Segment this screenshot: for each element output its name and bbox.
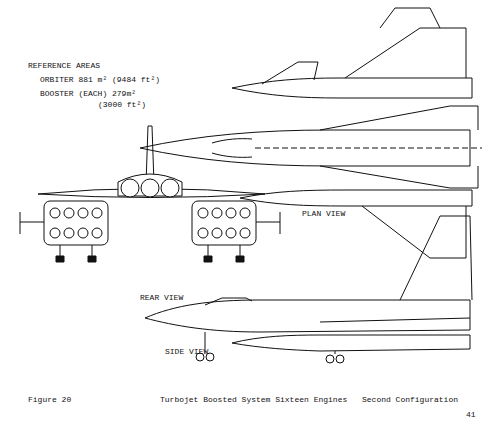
orbiter-centerline [255, 148, 482, 149]
landing-gear [60, 245, 240, 256]
booster-wing [345, 28, 466, 78]
engine-circle [226, 208, 236, 218]
engine-circle [92, 228, 102, 238]
landing-gear [205, 332, 335, 354]
engine-circle [78, 208, 88, 218]
booster-wing [362, 206, 466, 258]
engine-circle [78, 228, 88, 238]
area-note: BOOSTER (EACH) 279m² [40, 90, 136, 99]
engine-circle [64, 208, 74, 218]
figure-note: Second Configuration [362, 396, 458, 405]
engine-circle [226, 228, 236, 238]
engine-circle [198, 208, 208, 218]
orbiter-canopy [205, 298, 252, 305]
view-label: SIDE VIEW [165, 348, 208, 357]
orbiter-engine [121, 179, 139, 197]
wheel [326, 355, 334, 363]
booster-canard [262, 62, 318, 84]
wheel [336, 355, 344, 363]
booster-body [44, 201, 108, 245]
side-view [145, 216, 472, 363]
engine-circle [240, 208, 250, 218]
engine-circle [212, 228, 222, 238]
orbiter-engine [161, 179, 179, 197]
plan-view [140, 8, 482, 258]
note-heading: REFERENCE AREAS [28, 62, 100, 71]
booster-wing [20, 212, 280, 234]
booster-body [232, 78, 472, 98]
engine-circle [92, 208, 102, 218]
rear-view [20, 126, 280, 262]
orbiter-fuselage [145, 300, 470, 332]
orbiter-canopy [212, 139, 252, 158]
area-note: (3000 ft²) [98, 101, 146, 110]
booster-body [240, 190, 472, 206]
engine-circle [198, 228, 208, 238]
orbiter-wing [320, 318, 470, 322]
engine-circle [64, 228, 74, 238]
orbiter-wing [320, 106, 478, 130]
page-number: 41 [466, 411, 476, 420]
engine-circle [212, 208, 222, 218]
orbiter-fuselage [118, 174, 182, 196]
view-label: REAR VIEW [140, 294, 183, 303]
engine-circle [50, 228, 60, 238]
engine-circle [240, 228, 250, 238]
figure-number: Figure 20 [28, 396, 71, 405]
figure-caption: Turbojet Boosted System Sixteen Engines [160, 396, 347, 405]
engine-circle [50, 208, 60, 218]
landing-gear [56, 256, 244, 262]
orbiter-engine [141, 179, 159, 197]
area-note: ORBITER 881 m² (9484 ft²) [40, 76, 160, 85]
booster-body [192, 201, 256, 245]
view-label: PLAN VIEW [302, 210, 345, 219]
booster-engines [50, 208, 250, 238]
booster-wing [380, 8, 440, 28]
booster-body [232, 335, 470, 351]
orbiter-tail [400, 216, 472, 300]
orbiter-wing [320, 166, 478, 188]
